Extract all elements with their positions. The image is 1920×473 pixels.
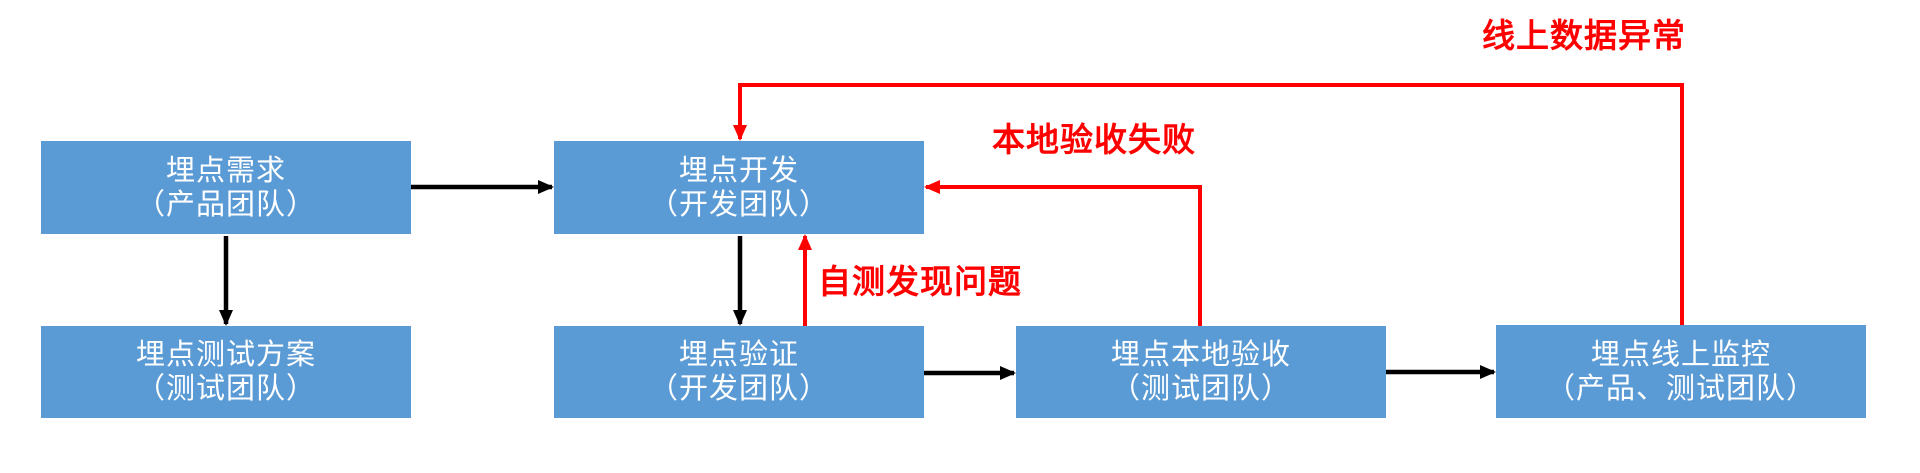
flow-node-testplan: 埋点测试方案 （测试团队） xyxy=(41,326,411,418)
edge-label-self-test-issue: 自测发现问题 xyxy=(818,262,1022,301)
node-team: （测试团队） xyxy=(135,371,316,405)
flow-node-verification: 埋点验证 （开发团队） xyxy=(554,326,924,418)
node-title: 埋点线上监控 xyxy=(1590,336,1771,371)
flow-node-requirement: 埋点需求 （产品团队） xyxy=(41,141,411,234)
node-team: （开发团队） xyxy=(648,186,829,221)
node-team: （测试团队） xyxy=(1110,371,1291,405)
node-title: 埋点测试方案 xyxy=(135,337,316,372)
node-title: 埋点需求 xyxy=(165,152,286,187)
flow-node-localacceptance: 埋点本地验收 （测试团队） xyxy=(1016,326,1386,418)
arrow-localfail-feedback xyxy=(924,180,1202,326)
edge-label-online-anomaly: 线上数据异常 xyxy=(1482,16,1686,55)
edge-label-local-acceptance-fail: 本地验收失败 xyxy=(992,120,1196,159)
flow-node-development: 埋点开发 （开发团队） xyxy=(554,141,924,234)
node-team: （产品团队） xyxy=(135,186,316,221)
node-team: （开发团队） xyxy=(648,371,829,405)
node-title: 埋点开发 xyxy=(678,152,799,187)
node-title: 埋点本地验收 xyxy=(1110,337,1291,372)
node-title: 埋点验证 xyxy=(678,337,799,372)
node-team: （产品、测试团队） xyxy=(1545,370,1816,405)
flow-node-onlinemonitor: 埋点线上监控 （产品、测试团队） xyxy=(1496,325,1866,418)
